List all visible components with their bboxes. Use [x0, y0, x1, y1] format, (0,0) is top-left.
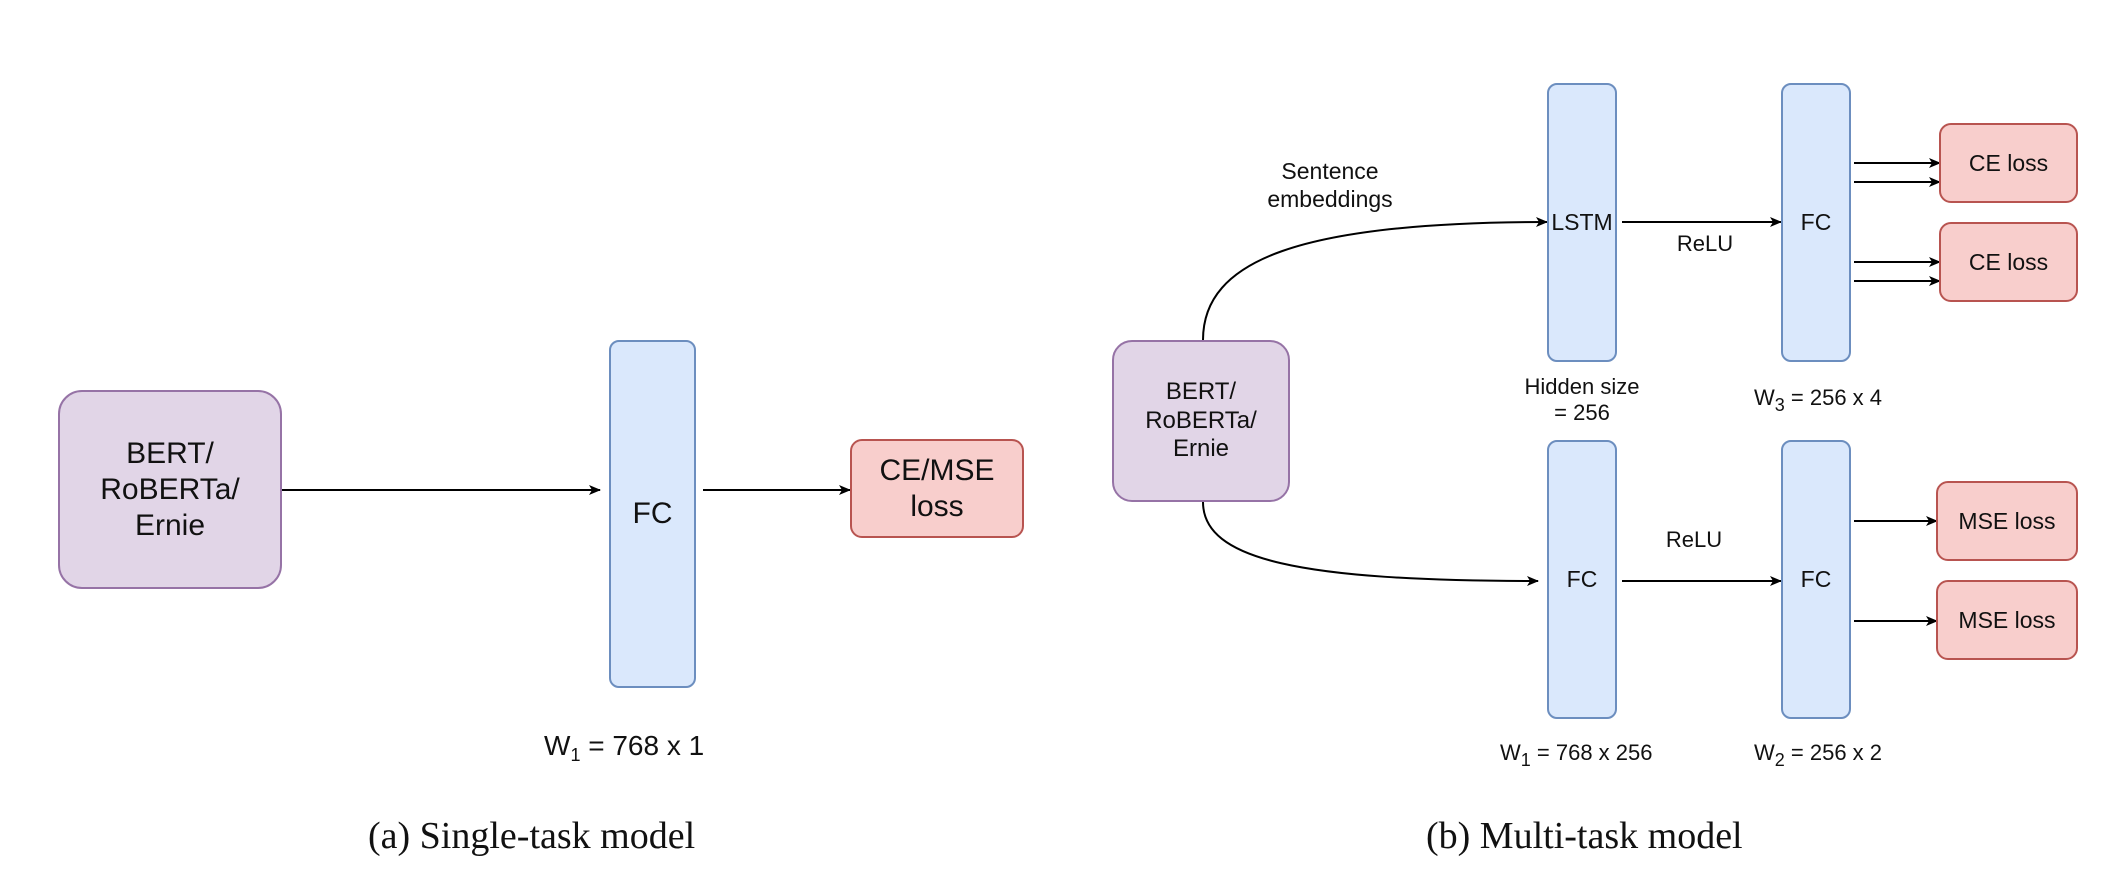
w3-label: W3 = 256 x 4	[1754, 385, 1883, 415]
ce-loss-1-label: CE loss	[1968, 149, 2049, 176]
lstm-label: LSTM	[1551, 209, 1613, 235]
single-loss-label: CE/MSE loss	[879, 453, 995, 523]
sentence-embeddings-label: Sentence embeddings	[1267, 158, 1393, 212]
single-loss-box: CE/MSE loss	[850, 439, 1024, 538]
ce-loss-2-label: CE loss	[1968, 248, 2049, 275]
mse-loss-2-box: MSE loss	[1936, 580, 2078, 660]
fc-bottom-right-box: FC	[1781, 440, 1851, 719]
ce-loss-1-box: CE loss	[1939, 123, 2078, 203]
single-fc-label: FC	[632, 497, 673, 530]
w2-label: W2 = 256 x 2	[1754, 740, 1883, 770]
ce-loss-2-box: CE loss	[1939, 222, 2078, 302]
single-weight-label: W1 = 768 x 1	[544, 730, 705, 765]
fc-top-label: FC	[1800, 209, 1832, 235]
relu-bottom-label: ReLU	[1665, 527, 1723, 552]
single-encoder-box: BERT/ RoBERTa/ Ernie	[58, 390, 282, 589]
multi-task-caption: (b) Multi-task model	[1426, 815, 1743, 857]
fc-top-box: FC	[1781, 83, 1851, 362]
arrow-encoder-to-lstm	[1202, 217, 1548, 341]
hidden-size-label: Hidden size = 256	[1524, 374, 1640, 426]
w1-multi-label: W1 = 768 x 256	[1500, 740, 1653, 770]
mse-loss-1-box: MSE loss	[1936, 481, 2078, 561]
lstm-box: LSTM	[1547, 83, 1617, 362]
fc-bottom-left-box: FC	[1547, 440, 1617, 719]
multi-encoder-box: BERT/ RoBERTa/ Ernie	[1112, 340, 1290, 502]
relu-top-label: ReLU	[1676, 231, 1734, 256]
single-fc-box: FC	[609, 340, 696, 688]
fc-bottom-left-label: FC	[1566, 566, 1598, 592]
single-encoder-label: BERT/ RoBERTa/ Ernie	[100, 436, 240, 542]
arrow-encoder-to-fc-bottom	[1202, 501, 1539, 586]
fc-bottom-right-label: FC	[1800, 566, 1832, 592]
mse-loss-2-label: MSE loss	[1958, 606, 2056, 633]
single-task-caption: (a) Single-task model	[368, 815, 696, 857]
multi-encoder-label: BERT/ RoBERTa/ Ernie	[1145, 377, 1257, 463]
mse-loss-1-label: MSE loss	[1958, 507, 2056, 534]
